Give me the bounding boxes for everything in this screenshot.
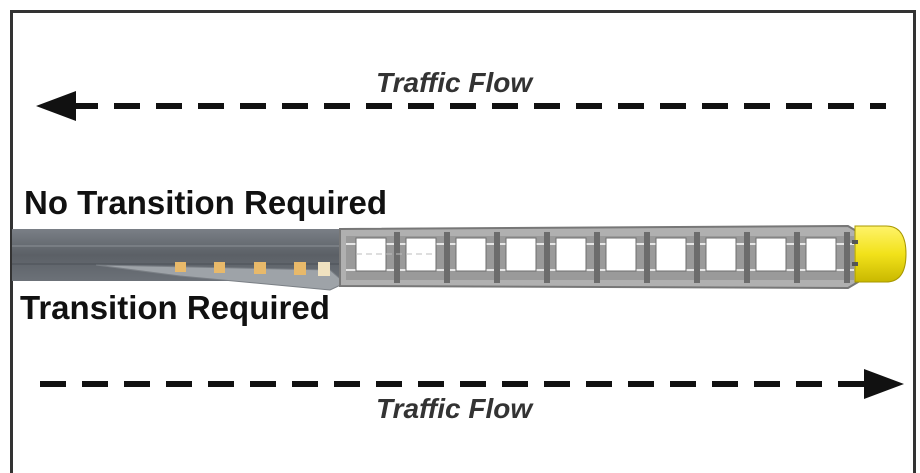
traffic-flow-bottom-label: Traffic Flow xyxy=(376,393,533,424)
transition-block xyxy=(254,262,266,274)
crash-cushion xyxy=(339,224,859,290)
transition-block xyxy=(318,262,330,276)
end-cap xyxy=(852,225,907,283)
transition-block xyxy=(294,262,306,275)
arrow-right-icon xyxy=(864,369,904,399)
traffic-flow-top-label: Traffic Flow xyxy=(376,67,533,98)
bottom-flow-arrow xyxy=(40,369,904,399)
transition-wedge xyxy=(95,262,346,291)
no-transition-label: No Transition Required xyxy=(24,184,388,221)
transition-block xyxy=(175,262,186,272)
top-flow-arrow xyxy=(36,91,886,121)
transition-label: Transition Required xyxy=(20,289,330,326)
transition-block xyxy=(214,262,225,273)
arrow-left-icon xyxy=(36,91,76,121)
